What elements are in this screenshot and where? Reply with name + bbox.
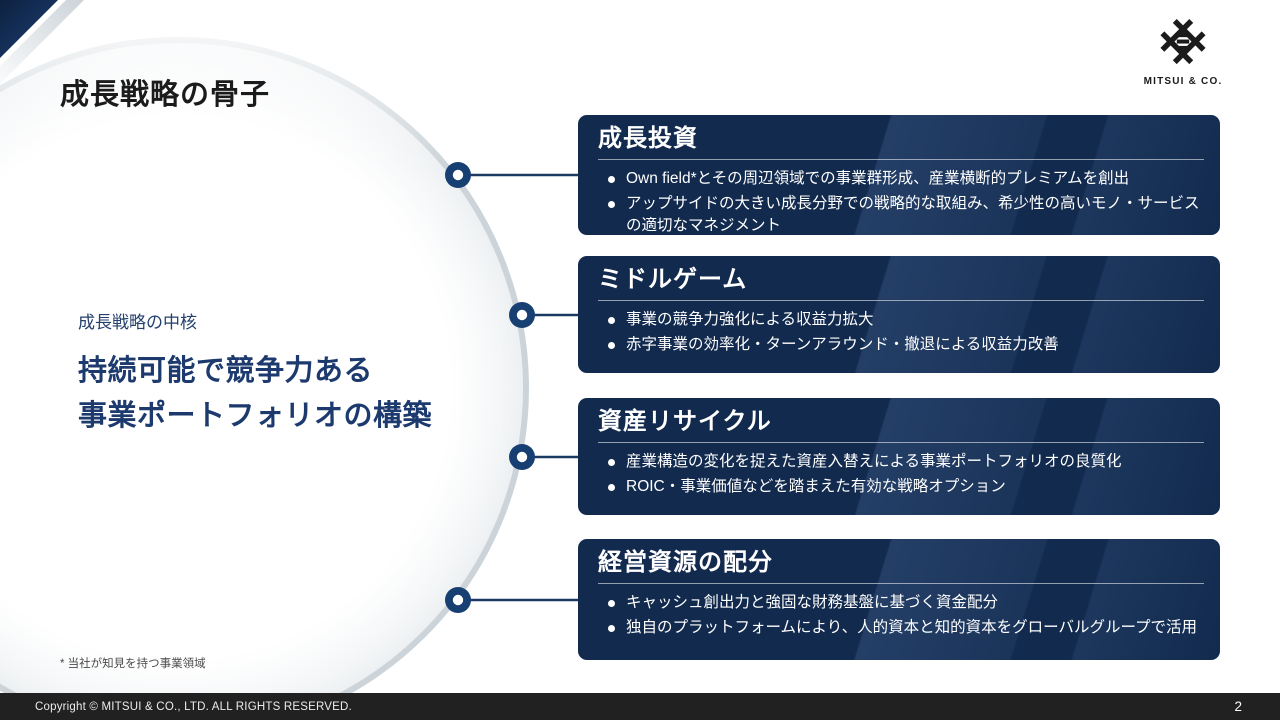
- strategy-box-resource-allocation: 経営資源の配分 キャッシュ創出力と強固な財務基盤に基づく資金配分 独自のプラット…: [578, 539, 1220, 660]
- connector-dots: [445, 162, 535, 613]
- connector-lines: [458, 173, 580, 602]
- core-message-block: 成長戦略の中核 持続可能で競争力ある 事業ポートフォリオの構築: [78, 308, 432, 439]
- bullet-text: 事業の競争力強化による収益力拡大: [626, 311, 874, 328]
- company-name: MITSUI & CO.: [1143, 76, 1223, 87]
- bullet-text: アップサイドの大きい成長分野での戦略的な取組み、希少性の高いモノ・サービスの適切…: [626, 195, 1200, 234]
- bullet-icon: [608, 600, 615, 607]
- bullet-text: Own field*とその周辺領域での事業群形成、産業横断的プレミアムを創出: [626, 170, 1130, 187]
- box-title: ミドルゲーム: [598, 266, 748, 293]
- bullet-icon: [608, 342, 615, 349]
- bullet-item: 産業構造の変化を捉えた資産入替えによる事業ポートフォリオの良質化: [596, 451, 1206, 473]
- box-title: 成長投資: [598, 125, 698, 152]
- bullet-item: Own field*とその周辺領域での事業群形成、産業横断的プレミアムを創出: [596, 168, 1206, 190]
- box-title-divider: [598, 583, 1204, 584]
- bullet-item: アップサイドの大きい成長分野での戦略的な取組み、希少性の高いモノ・サービスの適切…: [596, 193, 1206, 235]
- bullet-icon: [608, 625, 615, 632]
- bullet-icon: [608, 459, 615, 466]
- box-title-divider: [598, 442, 1204, 443]
- bullet-item: キャッシュ創出力と強固な財務基盤に基づく資金配分: [596, 592, 1206, 614]
- box-bullet-list: 産業構造の変化を捉えた資産入替えによる事業ポートフォリオの良質化 ROIC・事業…: [578, 443, 1220, 498]
- bullet-icon: [608, 484, 615, 491]
- box-title: 経営資源の配分: [598, 549, 773, 576]
- bullet-item: ROIC・事業価値などを踏まえた有効な戦略オプション: [596, 476, 1206, 498]
- bullet-item: 赤字事業の効率化・ターンアラウンド・撤退による収益力改善: [596, 334, 1206, 356]
- company-logo: MITSUI & CO.: [1128, 12, 1238, 87]
- core-message-heading: 持続可能で競争力ある 事業ポートフォリオの構築: [78, 349, 432, 439]
- corner-decoration: [0, 0, 84, 84]
- bullet-icon: [608, 201, 615, 208]
- bullet-text: ROIC・事業価値などを踏まえた有効な戦略オプション: [626, 478, 1006, 495]
- bullet-item: 独自のプラットフォームにより、人的資本と知的資本をグローバルグループで活用: [596, 617, 1206, 639]
- footer-bar: Copyright © MITSUI & CO., LTD. ALL RIGHT…: [0, 693, 1280, 720]
- box-title-divider: [598, 300, 1204, 301]
- core-heading-line1: 持続可能で競争力ある: [78, 355, 374, 387]
- page-number: 2: [1234, 699, 1242, 714]
- strategy-box-growth-investment: 成長投資 Own field*とその周辺領域での事業群形成、産業横断的プレミアム…: [578, 115, 1220, 235]
- box-bullet-list: キャッシュ創出力と強固な財務基盤に基づく資金配分 独自のプラットフォームにより、…: [578, 584, 1220, 639]
- footnote: * 当社が知見を持つ事業領域: [60, 658, 206, 670]
- core-heading-line2: 事業ポートフォリオの構築: [78, 400, 433, 432]
- box-title: 資産リサイクル: [598, 408, 772, 435]
- bullet-text: キャッシュ創出力と強固な財務基盤に基づく資金配分: [626, 594, 999, 611]
- strategy-box-asset-recycling: 資産リサイクル 産業構造の変化を捉えた資産入替えによる事業ポートフォリオの良質化…: [578, 398, 1220, 515]
- box-bullet-list: Own field*とその周辺領域での事業群形成、産業横断的プレミアムを創出 ア…: [578, 160, 1220, 235]
- bullet-icon: [608, 317, 615, 324]
- bullet-text: 赤字事業の効率化・ターンアラウンド・撤退による収益力改善: [626, 336, 1059, 353]
- box-title-divider: [598, 159, 1204, 160]
- bullet-text: 独自のプラットフォームにより、人的資本と知的資本をグローバルグループで活用: [626, 619, 1198, 636]
- bullet-item: 事業の競争力強化による収益力拡大: [596, 309, 1206, 331]
- core-message-label: 成長戦略の中核: [78, 313, 197, 332]
- bullet-icon: [608, 176, 615, 183]
- strategy-box-middle-game: ミドルゲーム 事業の競争力強化による収益力拡大 赤字事業の効率化・ターンアラウン…: [578, 256, 1220, 373]
- copyright-text: Copyright © MITSUI & CO., LTD. ALL RIGHT…: [35, 700, 352, 713]
- page-title: 成長戦略の骨子: [60, 79, 271, 112]
- box-bullet-list: 事業の競争力強化による収益力拡大 赤字事業の効率化・ターンアラウンド・撤退による…: [578, 301, 1220, 356]
- mitsui-igeta-icon: [1160, 18, 1206, 65]
- bullet-text: 産業構造の変化を捉えた資産入替えによる事業ポートフォリオの良質化: [626, 453, 1122, 470]
